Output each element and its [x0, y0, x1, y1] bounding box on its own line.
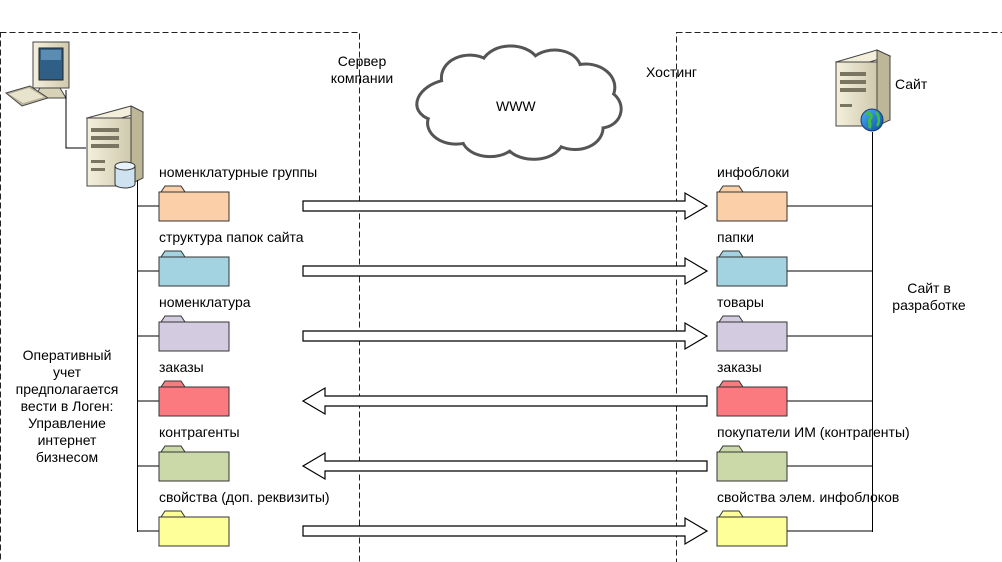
left-folder-icon: [158, 315, 230, 352]
right-folder-icon: [716, 315, 788, 352]
company-server-zone: [0, 32, 360, 562]
site-in-development-label: Сайт в разработке: [892, 280, 966, 313]
globe-icon: [860, 108, 884, 132]
left-folder-icon: [158, 250, 230, 287]
left-folder-icon: [158, 445, 230, 482]
right-folder-icon: [716, 185, 788, 222]
source-folder-label: номенклатурные группы: [159, 164, 318, 180]
arrow-right-icon: [302, 321, 709, 351]
arrow-right-icon: [302, 516, 709, 546]
left-folder-icon: [158, 510, 230, 547]
source-folder-label: структура папок сайта: [159, 229, 304, 245]
target-folder-label: папки: [717, 229, 754, 245]
arrow-right-icon: [302, 256, 709, 286]
left-folder-icon: [158, 380, 230, 417]
cloud-label: WWW: [496, 98, 536, 114]
arrow-left-icon: [301, 451, 708, 481]
left-folder-icon: [158, 185, 230, 222]
source-folder-label: контрагенты: [159, 424, 240, 440]
right-folder-icon: [716, 250, 788, 287]
site-server-icon: [834, 49, 892, 127]
target-folder-label: покупатели ИМ (контрагенты): [717, 424, 910, 440]
source-folder-label: номенклатура: [159, 294, 251, 310]
source-folder-label: свойства (доп. реквизиты): [159, 489, 330, 505]
accounting-note: Оперативный учет предполагается вести в …: [15, 347, 119, 465]
arrow-left-icon: [301, 386, 708, 416]
target-folder-label: заказы: [717, 359, 762, 375]
company-server-label: Сервер компании: [330, 53, 394, 86]
target-folder-label: свойства элем. инфоблоков: [717, 489, 900, 505]
source-folder-label: заказы: [159, 359, 204, 375]
right-folder-icon: [716, 380, 788, 417]
site-label: Сайт: [895, 76, 928, 92]
target-folder-label: инфоблоки: [717, 164, 790, 180]
database-icon: [114, 161, 136, 189]
right-folder-icon: [716, 510, 788, 547]
workstation-icon: [4, 41, 70, 107]
arrow-right-icon: [302, 191, 709, 221]
hosting-zone: [676, 32, 1002, 562]
hosting-label: Хостинг: [646, 64, 698, 80]
right-folder-icon: [716, 445, 788, 482]
target-folder-label: товары: [717, 294, 764, 310]
